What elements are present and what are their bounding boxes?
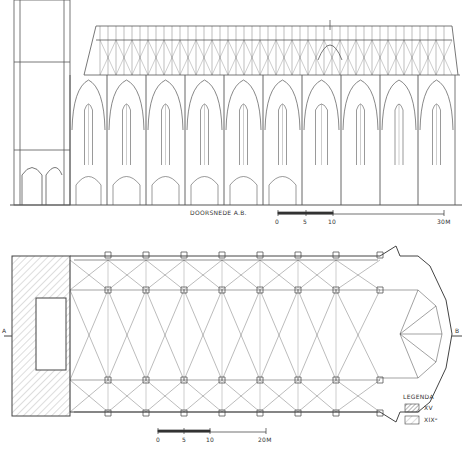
drawing-label: 0 xyxy=(156,437,160,443)
drawing-label: B xyxy=(455,328,459,334)
drawing-label: 5 xyxy=(303,219,307,225)
legend-text: LEGENDA xyxy=(403,394,434,400)
drawing-label: 0 xyxy=(275,219,279,225)
drawing-label: DOORSNEDE A.B. xyxy=(190,210,247,216)
legend-swatch xyxy=(405,404,419,412)
legend-text: XV xyxy=(424,405,433,411)
drawing-label: A xyxy=(2,328,6,334)
legend-swatch xyxy=(405,416,419,424)
drawing-label: 10 xyxy=(328,219,336,225)
drawing-label: 30M xyxy=(437,219,451,225)
drawing-label: 20M xyxy=(258,437,272,443)
drawing-label: 5 xyxy=(182,437,186,443)
drawing-label: 10 xyxy=(206,437,214,443)
legend-text: XIXᵉ xyxy=(424,417,438,423)
